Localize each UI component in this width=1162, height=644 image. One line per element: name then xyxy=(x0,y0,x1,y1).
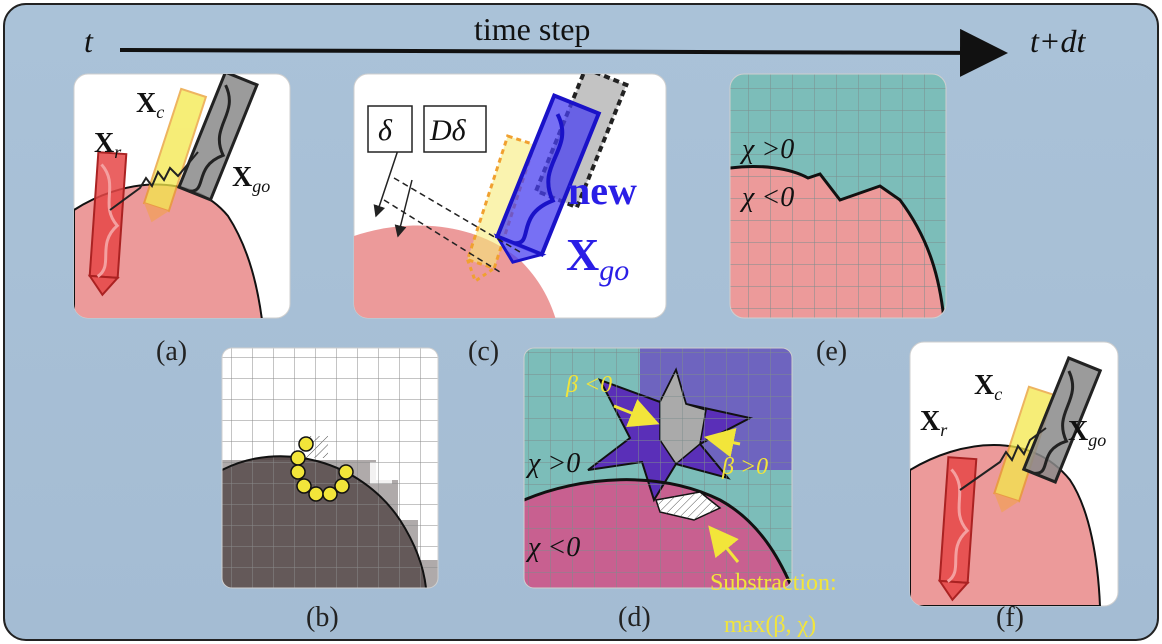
coupling-tool xyxy=(142,87,208,223)
max-expression-label: max(β, χ) xyxy=(724,612,816,638)
caption-f: (f) xyxy=(996,602,1024,633)
time-axis: t time step t+dt xyxy=(84,11,1086,77)
chi-positive-label: χ >0 xyxy=(739,134,794,165)
panel-e: χ >0 χ <0 (e) xyxy=(729,73,947,367)
panel-b-card xyxy=(221,347,439,589)
tissue-body xyxy=(354,225,556,318)
panel-d-card xyxy=(523,347,793,589)
caption-c: (c) xyxy=(468,336,499,367)
subtraction-label: Substraction: xyxy=(710,570,837,596)
t-end-label: t+dt xyxy=(1030,23,1086,59)
panel-e-card xyxy=(729,73,947,319)
time-step-title: time step xyxy=(474,11,590,47)
panel-b: (b) xyxy=(221,347,439,633)
level-set-grid xyxy=(524,348,792,588)
delta-label: δ xyxy=(378,114,393,147)
panel-d: β <0 β >0 χ >0 χ <0 Substraction: max(β,… xyxy=(523,347,837,638)
d-delta-arrow xyxy=(394,179,413,238)
chi-positive-label: χ >0 xyxy=(525,448,580,479)
god-object-tool xyxy=(1021,356,1103,484)
label-xr: Xr xyxy=(920,406,948,440)
beta-positive-label: β >0 xyxy=(721,454,768,480)
caption-b: (b) xyxy=(306,602,339,633)
new-god-object-tool xyxy=(493,92,602,264)
panel-f: Xr Xc Xgo (f) xyxy=(909,341,1119,633)
spring-icon xyxy=(109,151,199,211)
contact-points xyxy=(290,436,354,502)
delta-guide xyxy=(393,177,521,253)
coupling-tool xyxy=(993,385,1055,513)
t-start-label: t xyxy=(84,23,94,59)
panel-a: Xr Xc Xgo (a) xyxy=(73,73,291,367)
delta-arrow xyxy=(373,149,399,218)
beta-negative-arrow xyxy=(613,399,660,428)
caption-d: (d) xyxy=(618,602,651,633)
d-delta-label: Dδ xyxy=(429,114,467,147)
zero-level-boundary xyxy=(524,478,792,588)
label-xgo: Xgo xyxy=(1068,416,1106,450)
panel-c: δ Dδ new Xgo (c) xyxy=(353,73,667,367)
chi-negative-label: χ <0 xyxy=(525,532,580,563)
new-xgo-label: Xgo xyxy=(566,229,629,287)
beta-negative-label: β <0 xyxy=(565,372,612,398)
label-xr: Xr xyxy=(94,128,122,162)
time-arrow xyxy=(119,28,1008,77)
chi-negative-label: χ <0 xyxy=(739,182,794,213)
d-delta-box xyxy=(423,105,487,153)
voxel-grid xyxy=(222,348,438,588)
caption-a: (a) xyxy=(156,336,187,367)
caption-e: (e) xyxy=(816,336,847,367)
label-xgo: Xgo xyxy=(232,162,270,196)
spring-icon xyxy=(959,427,1047,491)
zero-level-boundary xyxy=(730,165,946,318)
subtraction-arrow xyxy=(708,525,740,563)
label-xc: Xc xyxy=(136,88,164,122)
god-object-tool xyxy=(177,74,259,202)
new-label: new xyxy=(568,168,637,213)
beta-positive-arrow xyxy=(704,427,741,458)
label-xc: Xc xyxy=(974,370,1002,404)
delta-box xyxy=(367,105,413,153)
